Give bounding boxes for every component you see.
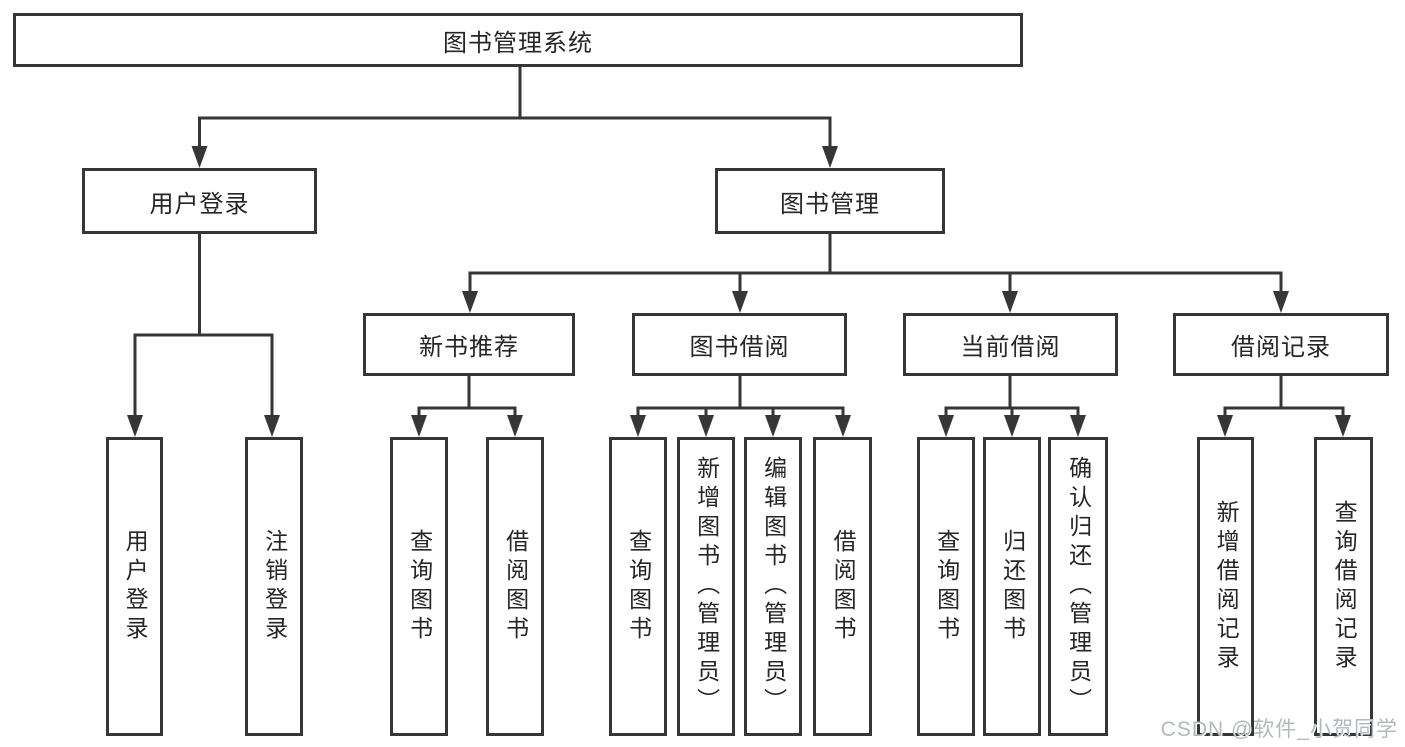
leaf-query-borrow-record-label: 查询借阅记录 xyxy=(1331,499,1358,674)
node-current-borrowing-label: 当前借阅 xyxy=(960,334,1061,361)
leaf-logout: 注销登录 xyxy=(245,437,303,736)
leaf-query-books-2-label: 查询图书 xyxy=(625,528,652,645)
leaf-borrow-books-1: 借阅图书 xyxy=(486,437,544,736)
node-root-label: 图书管理系统 xyxy=(443,29,593,57)
connector-records-bar xyxy=(1223,406,1345,433)
node-root: 图书管理系统 xyxy=(13,13,1023,67)
leaf-borrow-books-2-label: 借阅图书 xyxy=(830,528,857,645)
leaf-add-borrow-record: 新增借阅记录 xyxy=(1197,437,1254,736)
leaf-query-books-3: 查询图书 xyxy=(917,437,975,736)
leaf-return-books: 归还图书 xyxy=(983,437,1041,736)
leaf-logout-label: 注销登录 xyxy=(261,528,288,645)
leaf-confirm-return-admin: 确认归还（管理员） xyxy=(1048,437,1108,736)
connector-borrowing-bar xyxy=(636,406,845,433)
leaf-user-login-label: 用户登录 xyxy=(122,528,149,645)
connector-root-bar xyxy=(198,116,832,164)
leaf-borrow-books-1-label: 借阅图书 xyxy=(502,528,529,645)
node-new-book-recommend-label: 新书推荐 xyxy=(419,334,519,361)
leaf-return-books-label: 归还图书 xyxy=(999,528,1026,645)
leaf-user-login: 用户登录 xyxy=(106,437,163,736)
connector-user-login-bar xyxy=(133,333,274,433)
connector-new-books-bar xyxy=(417,406,517,433)
node-book-management: 图书管理 xyxy=(715,168,945,234)
leaf-edit-books-admin-label: 编辑图书（管理员） xyxy=(760,456,787,717)
leaf-query-books-2: 查询图书 xyxy=(609,437,667,736)
node-user-login-label: 用户登录 xyxy=(149,190,250,218)
leaf-borrow-books-2: 借阅图书 xyxy=(813,437,872,736)
leaf-query-borrow-record: 查询借阅记录 xyxy=(1314,437,1373,736)
leaf-add-borrow-record-label: 新增借阅记录 xyxy=(1213,499,1240,674)
leaf-add-books-admin: 新增图书（管理员） xyxy=(677,437,735,736)
node-user-login: 用户登录 xyxy=(82,168,317,234)
node-book-borrowing-label: 图书借阅 xyxy=(689,334,790,361)
node-current-borrowing: 当前借阅 xyxy=(903,313,1118,376)
node-new-book-recommend: 新书推荐 xyxy=(363,313,575,376)
node-borrowing-records-label: 借阅记录 xyxy=(1231,334,1331,361)
connector-book-mgmt-bar xyxy=(468,271,1283,309)
node-book-borrowing: 图书借阅 xyxy=(632,313,847,376)
arrowheads xyxy=(127,146,1351,437)
node-borrowing-records: 借阅记录 xyxy=(1173,313,1389,376)
watermark-text: CSDN @软件_小贺同学 xyxy=(1160,718,1398,741)
leaf-query-books-1: 查询图书 xyxy=(390,437,448,736)
leaf-edit-books-admin: 编辑图书（管理员） xyxy=(744,437,802,736)
node-book-management-label: 图书管理 xyxy=(780,190,880,218)
leaf-query-books-3-label: 查询图书 xyxy=(933,528,960,645)
leaf-add-books-admin-label: 新增图书（管理员） xyxy=(693,456,720,717)
leaf-confirm-return-admin-label: 确认归还（管理员） xyxy=(1065,456,1092,717)
leaf-query-books-1-label: 查询图书 xyxy=(406,528,433,645)
